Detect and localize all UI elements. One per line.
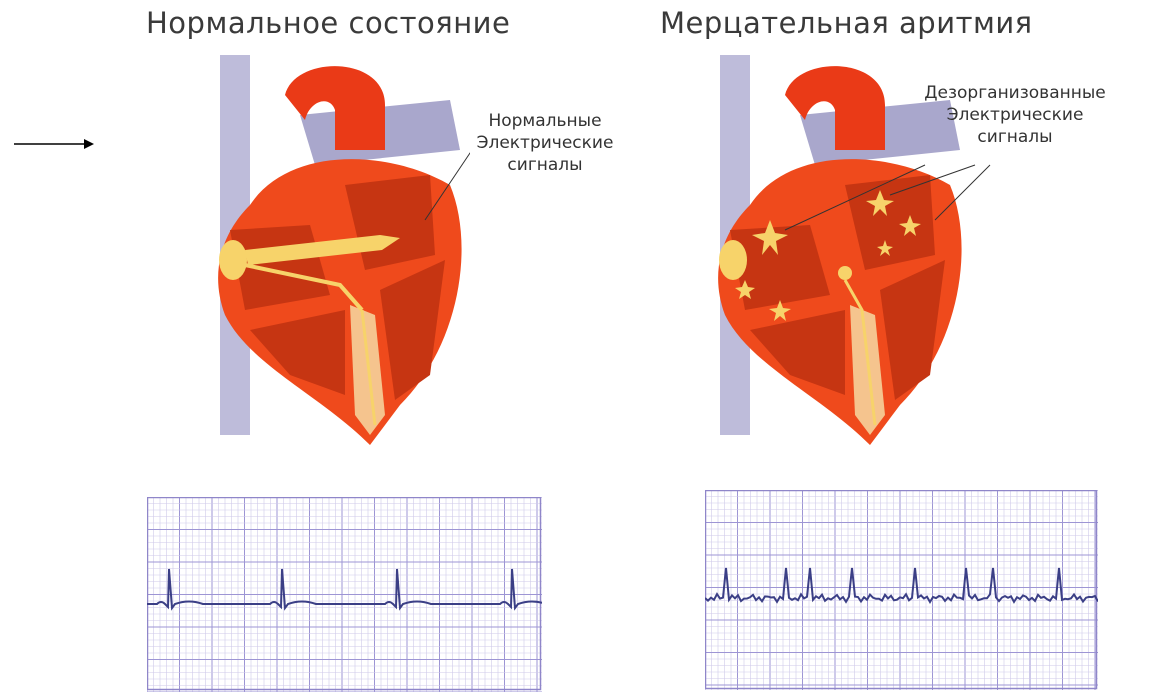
normal-signals-line-2: Электрические: [445, 132, 645, 154]
disorganized-signals-line-2: Электрические: [880, 104, 1150, 126]
normal-signals-label: Нормальные Электрические сигналы: [445, 110, 645, 176]
disorganized-signals-line-3: сигналы: [880, 126, 1150, 148]
fibrillation-ecg-strip: [705, 490, 1098, 690]
normal-state-title: Нормальное состояние: [146, 6, 510, 40]
normal-signals-line-3: сигналы: [445, 154, 645, 176]
normal-signals-line-1: Нормальные: [445, 110, 645, 132]
normal-heart-illustration: [130, 55, 470, 455]
atrial-fibrillation-title: Мерцательная аритмия: [660, 6, 1033, 40]
disorganized-signals-line-1: Дезорганизованные: [880, 82, 1150, 104]
disorganized-signals-label: Дезорганизованные Электрические сигналы: [880, 82, 1150, 148]
pointer-arrow: [14, 136, 96, 152]
normal-ecg-strip: [147, 497, 542, 692]
